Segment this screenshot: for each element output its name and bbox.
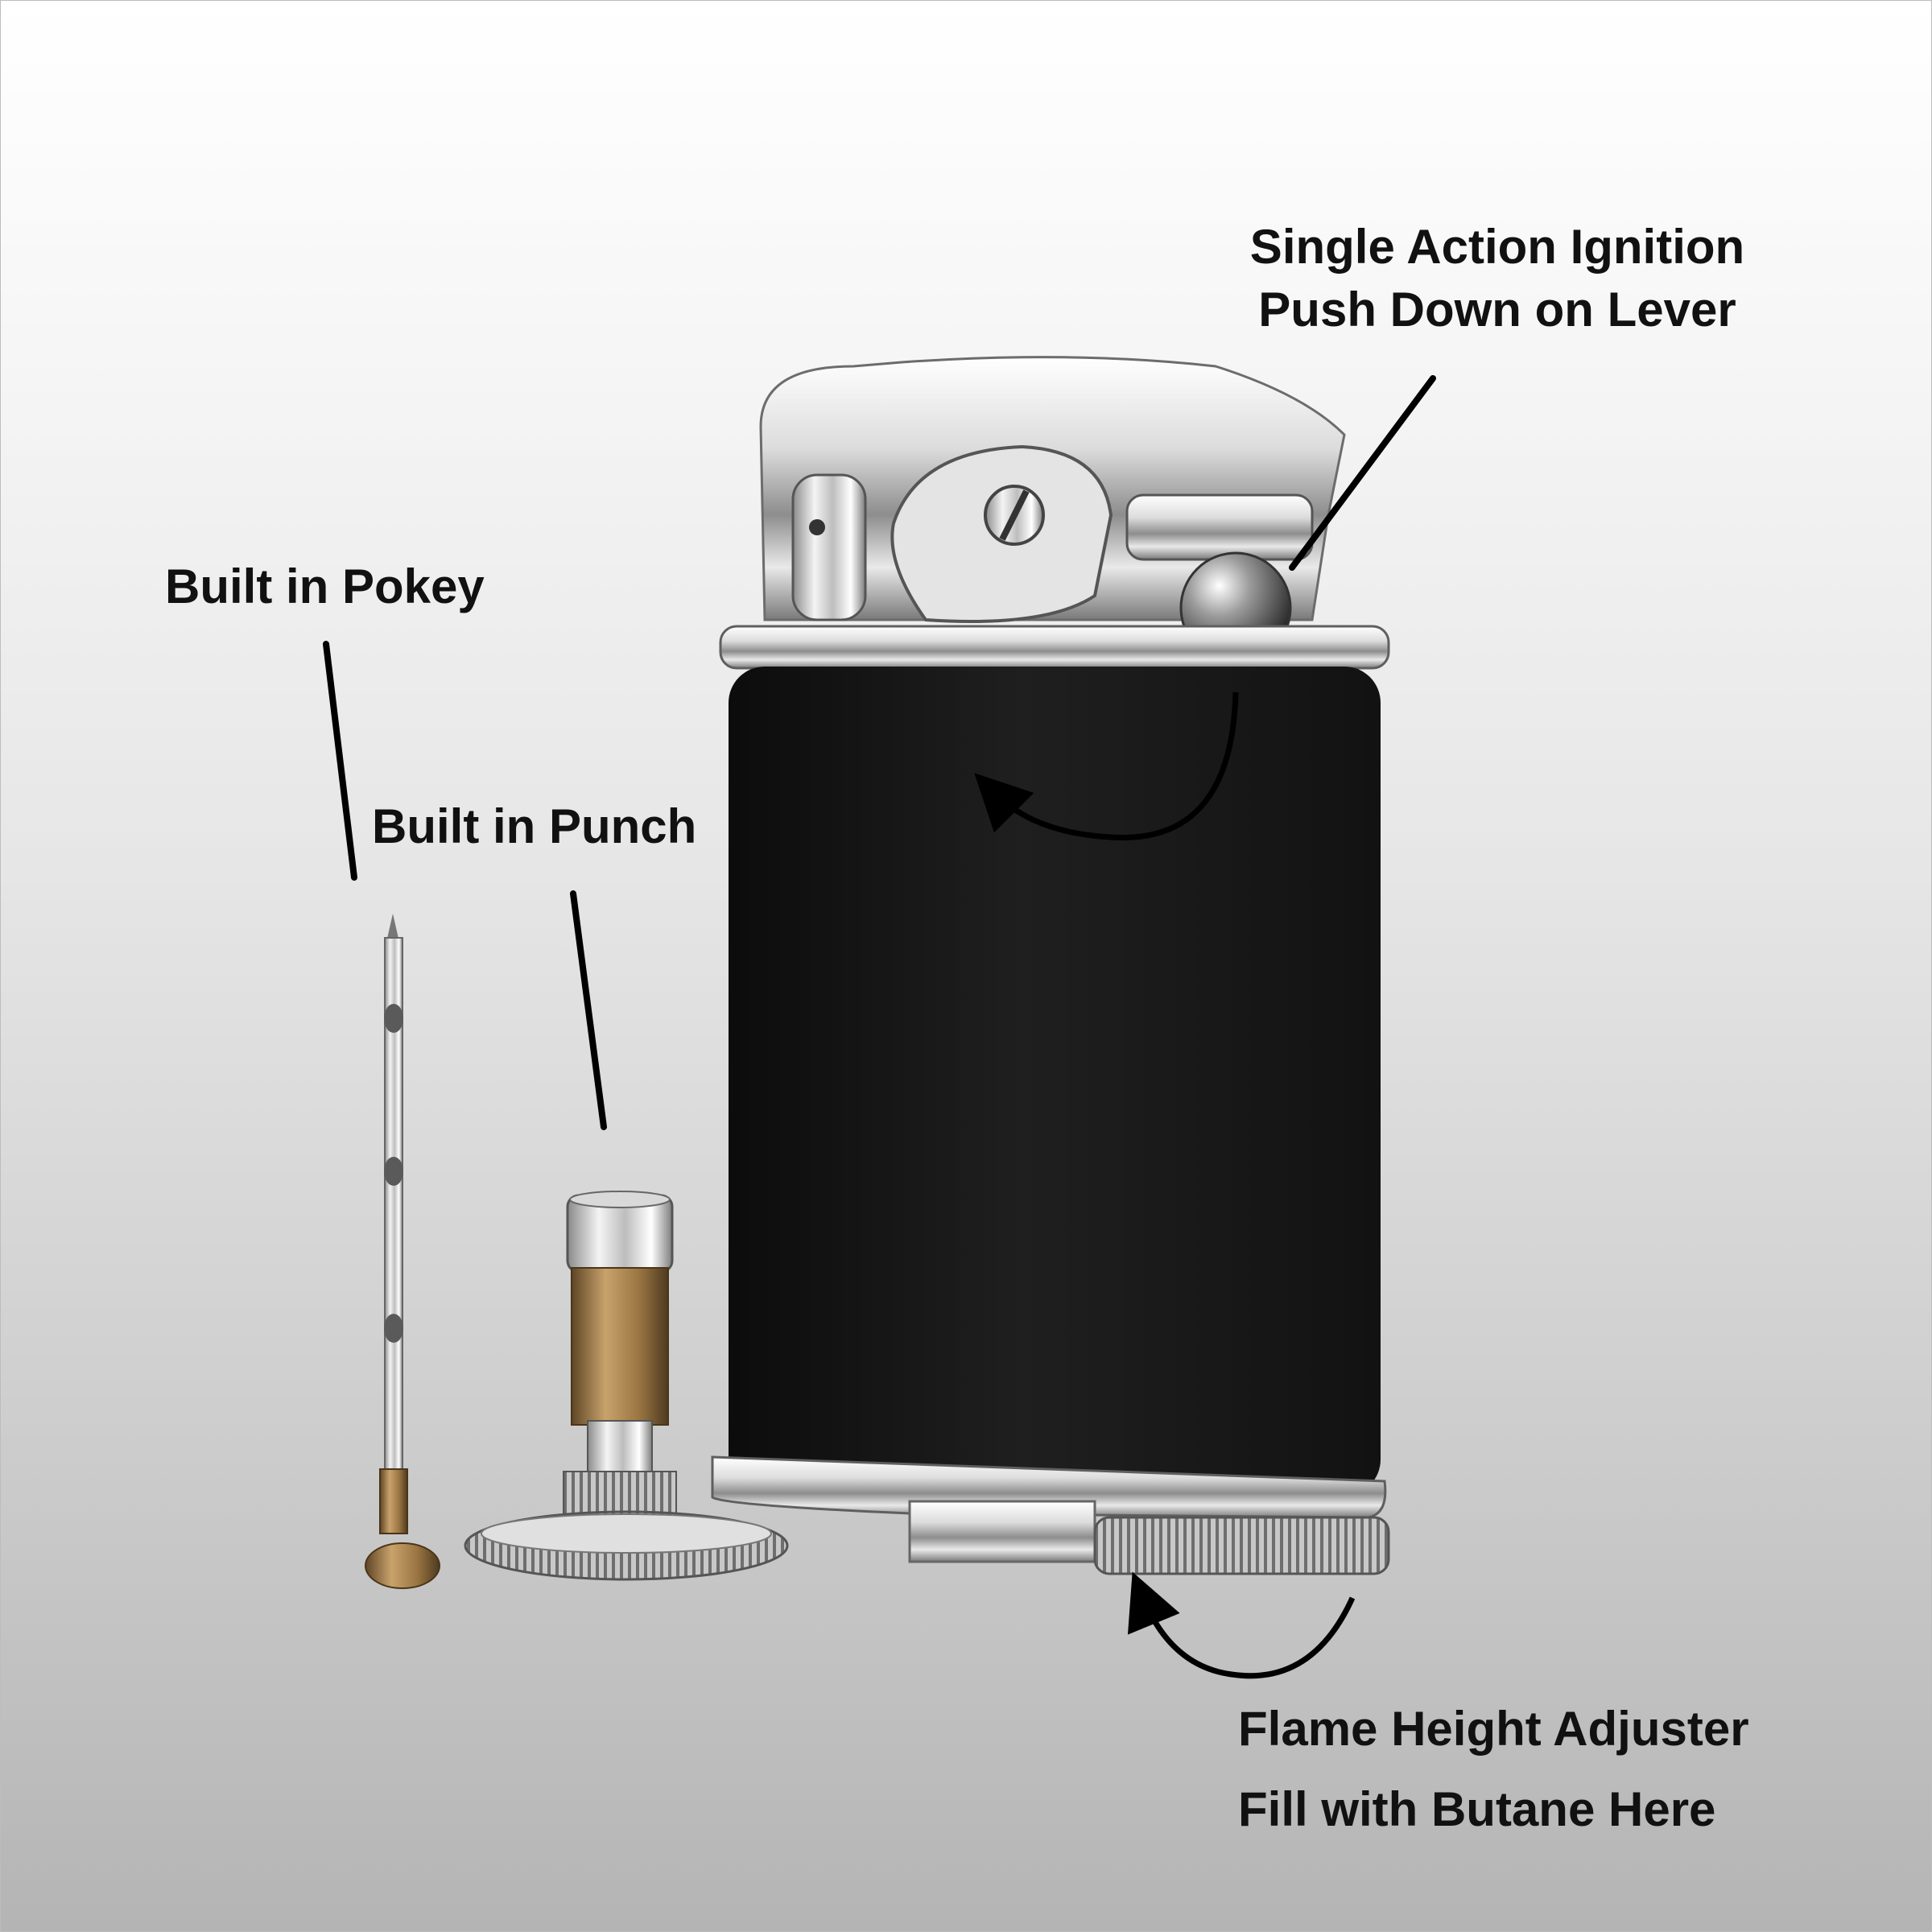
lighter [711,356,1390,1575]
top-rim [719,625,1390,670]
ignition-callout-line1: Single Action Ignition [1249,220,1745,274]
punch-tool [464,1191,789,1581]
flame-callout-line1: Flame Height Adjuster [1238,1702,1749,1756]
flame-adjuster-wheel [1093,1516,1390,1575]
bottom-base [711,1455,1387,1519]
base-tab [908,1500,1096,1563]
flame-callout-line2: Fill with Butane Here [1238,1782,1716,1836]
punch-leader-line [570,890,607,1130]
ignition-callout-line2: Push Down on Lever [1258,283,1736,336]
pokey-leader-line [323,641,357,881]
pokey-callout: Built in Pokey [165,559,485,613]
ignition-callout: Single Action Ignition Push Down on Leve… [1199,216,1795,341]
pokey-tool [365,914,440,1589]
flame-callout: Flame Height Adjuster Fill with Butane H… [1238,1689,1749,1850]
ignition-arrow-icon [974,691,1239,840]
lighter-body [729,667,1381,1496]
striker-arm [1125,493,1314,561]
punch-callout: Built in Punch [372,799,697,853]
ignition-leader-line [1289,375,1436,571]
adjuster-arrow-icon [1127,1571,1356,1679]
chimney-post [791,473,867,621]
